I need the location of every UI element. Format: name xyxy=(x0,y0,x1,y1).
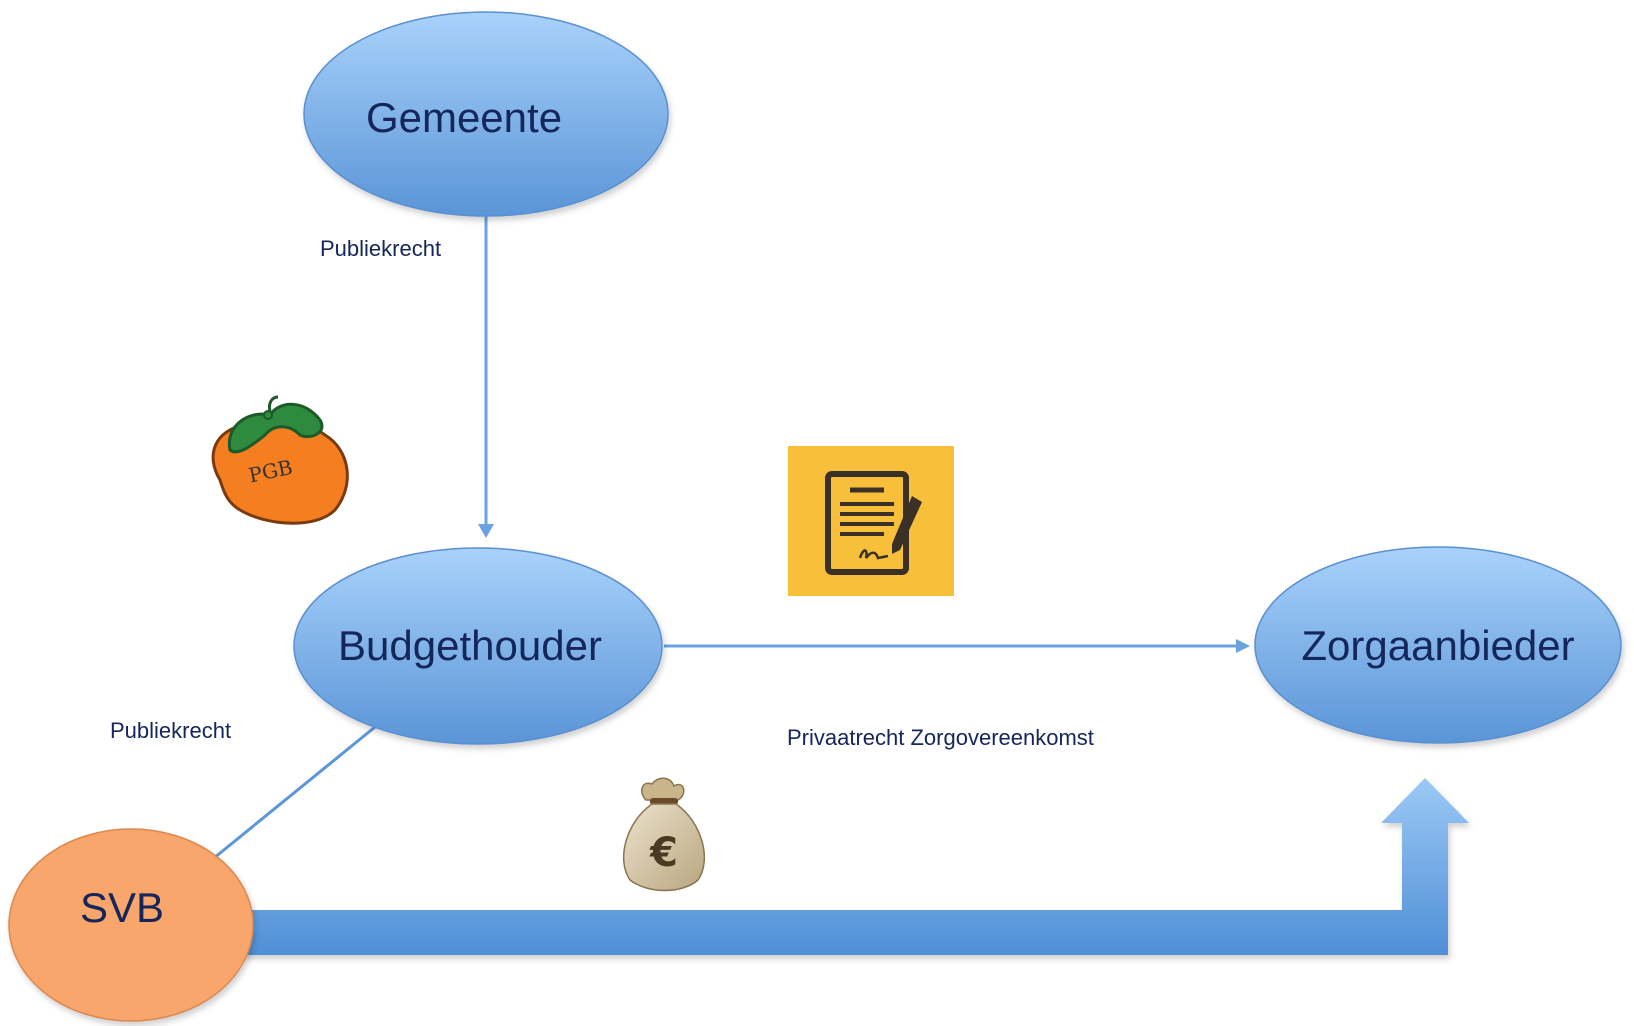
edge-label-budgethouder-svb: Publiekrecht xyxy=(110,718,231,743)
node-svb-label: SVB xyxy=(80,884,164,931)
node-budgethouder[interactable] xyxy=(293,547,663,745)
node-budgethouder-label: Budgethouder xyxy=(338,622,602,669)
node-zorgaanbieder-label: Zorgaanbieder xyxy=(1301,622,1574,669)
edge-label-gemeente-budgethouder: Publiekrecht xyxy=(320,236,441,261)
arrowhead-down xyxy=(478,524,494,538)
node-gemeente[interactable] xyxy=(303,11,669,217)
node-zorgaanbieder[interactable] xyxy=(1254,546,1622,744)
payment-arrow-shape xyxy=(240,778,1469,955)
euro-money-bag-icon: € xyxy=(622,777,706,892)
pgb-purse-icon: PGB xyxy=(211,395,349,525)
euro-symbol: € xyxy=(649,830,678,876)
node-gemeente-label: Gemeente xyxy=(366,94,562,141)
arrowhead-right xyxy=(1236,639,1250,653)
node-svb[interactable] xyxy=(8,828,254,1022)
contract-sign-icon xyxy=(788,446,954,596)
edge-budgethouder-svb xyxy=(213,725,376,860)
edge-label-budgethouder-zorgaanbieder: Privaatrecht Zorgovereenkomst xyxy=(787,725,1094,750)
